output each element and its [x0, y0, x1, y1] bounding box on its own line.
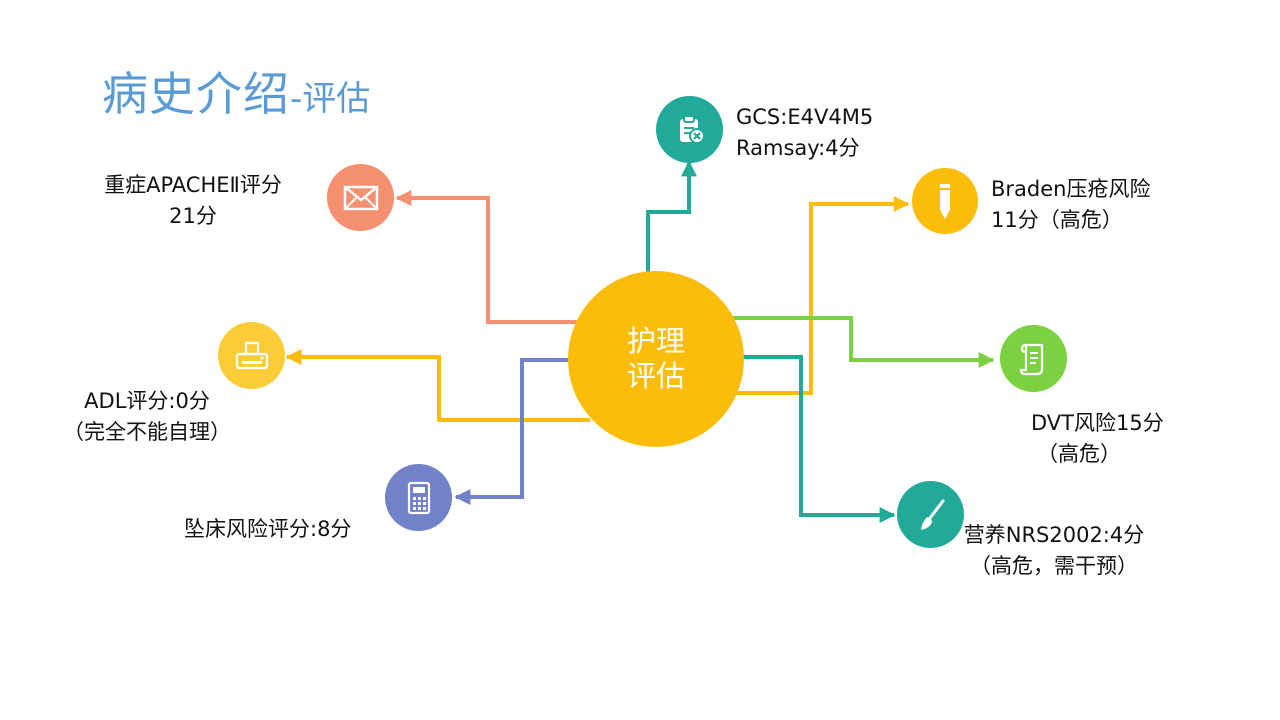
fall-label-line1: 坠床风险评分:8分	[184, 517, 352, 541]
braden-node	[912, 168, 978, 234]
printer-icon	[235, 341, 268, 369]
dvt-label-line1: DVT风险15分	[1031, 411, 1164, 435]
connector-apache	[395, 190, 585, 324]
center-label: 护理 评估	[627, 324, 685, 394]
connector-fall	[454, 358, 583, 505]
braden-label: Braden压疮风险 11分（高危）	[991, 174, 1150, 236]
fall-label: 坠床风险评分:8分	[184, 514, 351, 545]
center-node: 护理 评估	[568, 271, 744, 447]
brush-icon	[920, 499, 944, 530]
calculator-icon	[407, 481, 430, 514]
nutrition-label: 营养NRS2002:4分 （高危，需干预）	[956, 520, 1152, 582]
adl-node	[218, 322, 285, 389]
center-label-line1: 护理	[626, 324, 685, 358]
gcs-label-line1: GCS:E4V4M5	[736, 105, 874, 129]
connector-nutrition	[743, 355, 896, 523]
gcs-label: GCS:E4V4M5 Ramsay:4分	[736, 102, 873, 164]
nutrition-label-line1: 营养NRS2002:4分	[963, 523, 1145, 547]
connector-dvt	[733, 316, 995, 368]
apache-label: 重症APACHEⅡ评分 21分	[87, 170, 299, 232]
dvt-label: DVT风险15分 （高危）	[1031, 408, 1181, 470]
fall-node	[385, 464, 452, 531]
adl-label: ADL评分:0分 （完全不能自理）	[36, 386, 258, 448]
braden-label-line2: 11分（高危）	[991, 208, 1123, 232]
connector-braden	[735, 196, 910, 395]
apache-node	[327, 164, 394, 231]
connector-adl	[285, 349, 590, 422]
envelope-icon	[343, 185, 378, 210]
nutrition-label-line2: （高危，需干预）	[970, 554, 1138, 578]
apache-label-line1: 重症APACHEⅡ评分	[104, 173, 282, 197]
nutrition-node	[897, 481, 964, 548]
gcs-label-line2: Ramsay:4分	[736, 136, 860, 160]
page-title-sub: -评估	[290, 79, 371, 119]
adl-label-line1: ADL评分:0分	[84, 389, 210, 413]
connector-gcs	[646, 160, 697, 275]
braden-label-line1: Braden压疮风险	[991, 177, 1151, 201]
page-title: 病史介绍-评估	[102, 58, 370, 124]
dvt-node	[1000, 325, 1067, 392]
clipboard-icon	[679, 114, 705, 144]
page-title-main: 病史介绍	[102, 67, 290, 121]
pencil-icon	[940, 184, 950, 219]
adl-label-line2: （完全不能自理）	[63, 420, 231, 444]
apache-label-line2: 21分	[169, 204, 217, 228]
scroll-icon	[1019, 343, 1043, 375]
center-label-line2: 评估	[626, 359, 685, 393]
dvt-label-line2: （高危）	[1037, 442, 1121, 466]
gcs-node	[656, 96, 723, 163]
